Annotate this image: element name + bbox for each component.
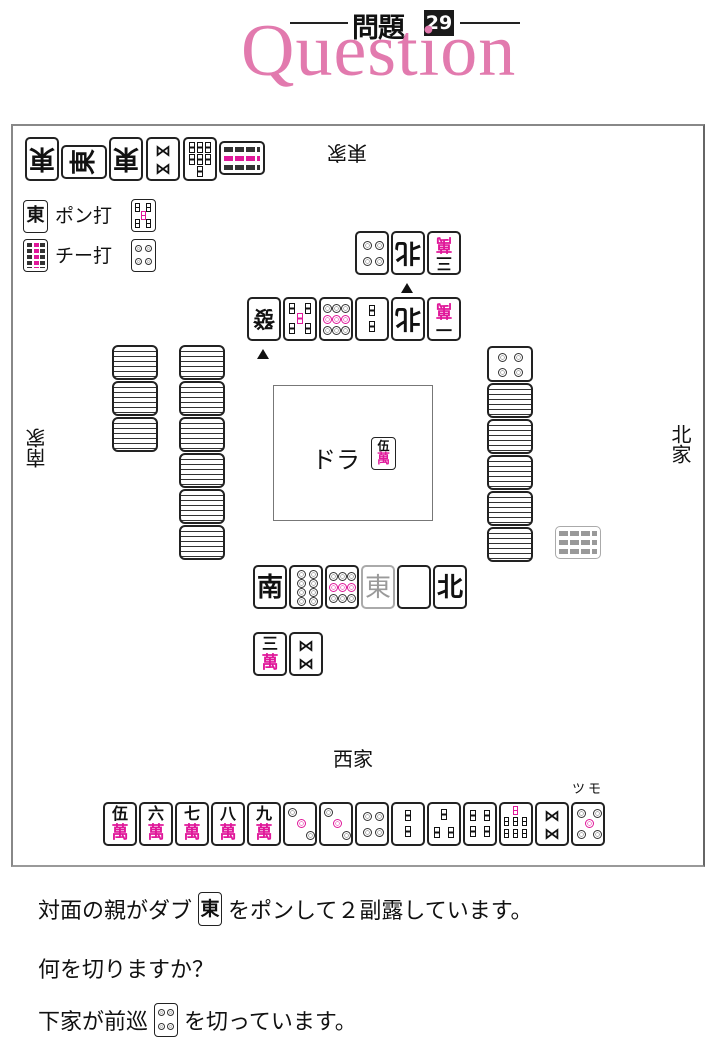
tile-back [487, 419, 533, 454]
seat-label-kamicha: 南家 [25, 428, 49, 468]
legend-pon-discard-5sou [131, 199, 156, 232]
discard-hatsu: 發 [247, 297, 281, 341]
legend-pon-label: ポン打 [55, 205, 113, 227]
discard-9pin [325, 565, 359, 609]
legend-chi-8sou-tile [23, 239, 48, 272]
header-title: 問題 [352, 13, 405, 44]
hand-tile-3pin[interactable] [283, 802, 317, 846]
question-text: をポンして２副露しています。 [228, 899, 533, 924]
inline-tile-4pin [154, 1003, 179, 1037]
riichi-marker [401, 283, 413, 293]
question-text: を切っています。 [184, 1010, 357, 1035]
hand-tile-4pin[interactable] [355, 802, 389, 846]
table-frame [11, 124, 705, 867]
tsumo-label: ツモ [572, 782, 605, 797]
discard-4pin [487, 346, 533, 382]
header-subtitle: Question [241, 10, 517, 92]
tile-back [112, 417, 158, 452]
tile-back [179, 381, 225, 416]
tile-back [112, 381, 158, 416]
legend-pon-east-tile: 東 [23, 200, 48, 233]
question-line-3: 下家が前巡 を切っています。 [38, 1003, 357, 1037]
tile-1sou: ⋈⋈ [146, 137, 180, 181]
discard-1man: 一萬 [427, 297, 461, 341]
tile-back [179, 525, 225, 560]
hand-tile-9sou[interactable] [499, 802, 533, 846]
question-text: 何を切りますか？ [38, 958, 215, 983]
hand-tile-4sou[interactable] [463, 802, 497, 846]
discard-3man: 三萬 [427, 231, 461, 275]
tile-back [487, 383, 533, 418]
dora-indicator-box: ドラ 伍 萬 [273, 385, 433, 521]
hand-tile-8man[interactable]: 八萬 [211, 802, 245, 846]
wall-marker-8pin [555, 526, 601, 559]
discard-south: 南 [253, 565, 287, 609]
legend-chi-discard-4pin [131, 239, 156, 272]
seat-label-shimocha: 北家 [668, 424, 692, 464]
discard-1sou: ⋈⋈ [289, 632, 323, 676]
tile-east-called: 東 [61, 145, 107, 179]
discard-haku [397, 565, 431, 609]
tile-back [179, 453, 225, 488]
hand-tile-3sou[interactable] [427, 802, 461, 846]
discard-north: 北 [391, 297, 425, 341]
discard-9pin [319, 297, 353, 341]
tile-back [179, 417, 225, 452]
tile-east: 東 [109, 137, 143, 181]
hand-tile-5man[interactable]: 伍萬 [103, 802, 137, 846]
inline-tile-east: 東 [198, 892, 223, 926]
discard-5sou-red [283, 297, 317, 341]
question-number-badge: 29 [424, 10, 454, 36]
question-text: 下家が前巡 [38, 1010, 149, 1035]
tile-east: 東 [25, 137, 59, 181]
riichi-marker [257, 349, 269, 359]
dora-label: ドラ [312, 446, 360, 474]
discard-3man: 三萬 [253, 632, 287, 676]
question-line-2: 何を切りますか？ [38, 952, 214, 984]
hand-tile-9man[interactable]: 九萬 [247, 802, 281, 846]
tile-back [487, 455, 533, 490]
discard-4pin [355, 231, 389, 275]
discard-2sou [355, 297, 389, 341]
discard-north: 北 [433, 565, 467, 609]
hand-tile-6man[interactable]: 六萬 [139, 802, 173, 846]
hand-tile-2sou[interactable] [391, 802, 425, 846]
question-line-1: 対面の親がダブ 東 をポンして２副露しています。 [38, 892, 533, 926]
discard-east-called: 東 [361, 565, 395, 609]
hand-tile-5pin-red-tsumo[interactable] [571, 802, 605, 846]
tile-8pin-sideways [219, 141, 265, 175]
legend-chi-label: チー打 [55, 245, 113, 267]
tile-back [112, 345, 158, 380]
tile-back [487, 527, 533, 562]
dora-tile-5man: 伍 萬 [371, 437, 396, 470]
discard-8pin [289, 565, 323, 609]
tile-back [487, 491, 533, 526]
seat-label-toimen: 東家 [327, 141, 367, 165]
tile-back [179, 489, 225, 524]
question-text: 対面の親がダブ [38, 899, 193, 924]
hand-tile-3pin[interactable] [319, 802, 353, 846]
hand-tile-1sou[interactable]: ⋈⋈ [535, 802, 569, 846]
discard-north: 北 [391, 231, 425, 275]
header-rule-left [290, 22, 348, 24]
tile-back [179, 345, 225, 380]
hand-tile-7man[interactable]: 七萬 [175, 802, 209, 846]
header-rule-right [460, 22, 520, 24]
tile-7sou [183, 137, 217, 181]
seat-label-self: 西家 [333, 747, 373, 771]
